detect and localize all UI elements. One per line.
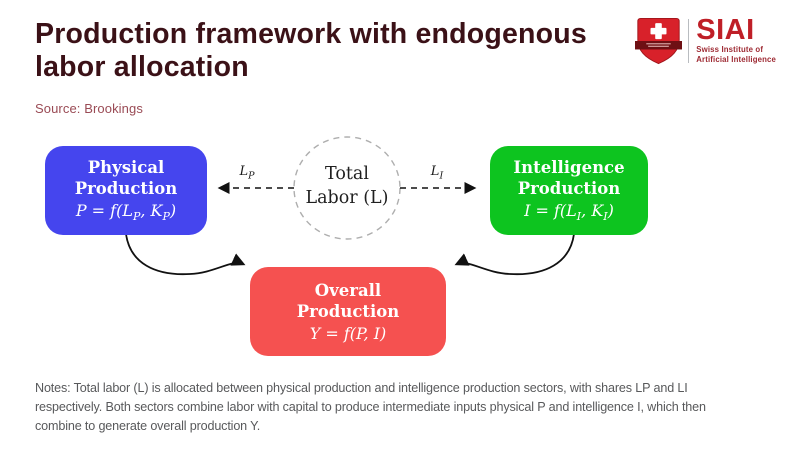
intelligence-title-line-1: Intelligence: [513, 158, 625, 178]
overall-title-line-1: Overall: [314, 280, 382, 300]
physical-formula: P = f(LP, KP): [75, 201, 177, 224]
logo-acronym: SIAI: [696, 14, 755, 47]
source-caption: Source: Brookings: [35, 101, 143, 116]
notes-line-1: Notes: Total labor (L) is allocated betw…: [35, 381, 688, 395]
overall-production-box: Overall Production Y = f(P, I): [250, 267, 446, 356]
notes-line-3: combine to generate overall production Y…: [35, 418, 261, 433]
siai-logo: SIAI Swiss Institute of Artificial Intel…: [634, 14, 776, 67]
physical-to-overall-arrow: [125, 233, 246, 276]
intelligence-production-box: Intelligence Production I = f(LI, KI): [490, 146, 648, 235]
total-labor-line-1: Total: [325, 164, 369, 184]
overall-title-line-2: Production: [296, 301, 400, 321]
total-labor-label: Total Labor (L): [285, 163, 409, 210]
intelligence-formula: I = f(LI, KI): [524, 201, 614, 224]
overall-formula: Y = f(P, I): [309, 324, 387, 344]
physical-title-line-2: Production: [74, 179, 178, 199]
li-share-label: LI: [430, 164, 444, 182]
intelligence-title-line-2: Production: [517, 179, 621, 199]
physical-title-line-1: Physical: [87, 158, 165, 178]
logo-divider: [687, 19, 690, 63]
total-labor-line-2: Labor (L): [305, 187, 389, 208]
production-framework-diagram: Physical Production P = f(LP, KP) Intell…: [0, 128, 800, 378]
logo-subtitle-2: Artificial Intelligence: [696, 54, 776, 64]
lp-share-label: LP: [239, 164, 255, 182]
intelligence-to-overall-arrow: [454, 233, 575, 276]
diagram-arrows-layer: [125, 136, 575, 276]
notes-caption: Notes: Total labor (L) is allocated betw…: [35, 379, 706, 436]
logo-subtitle-1: Swiss Institute of: [696, 44, 764, 54]
notes-line-2: respectively. Both sectors combine labor…: [35, 399, 706, 414]
siai-shield-icon: [634, 17, 682, 65]
title-line-2: labor allocation: [35, 51, 249, 84]
title-line-1: Production framework with endogenous: [35, 18, 587, 50]
page-title: Production framework with endogenous lab…: [35, 18, 655, 85]
physical-production-box: Physical Production P = f(LP, KP): [45, 146, 207, 235]
